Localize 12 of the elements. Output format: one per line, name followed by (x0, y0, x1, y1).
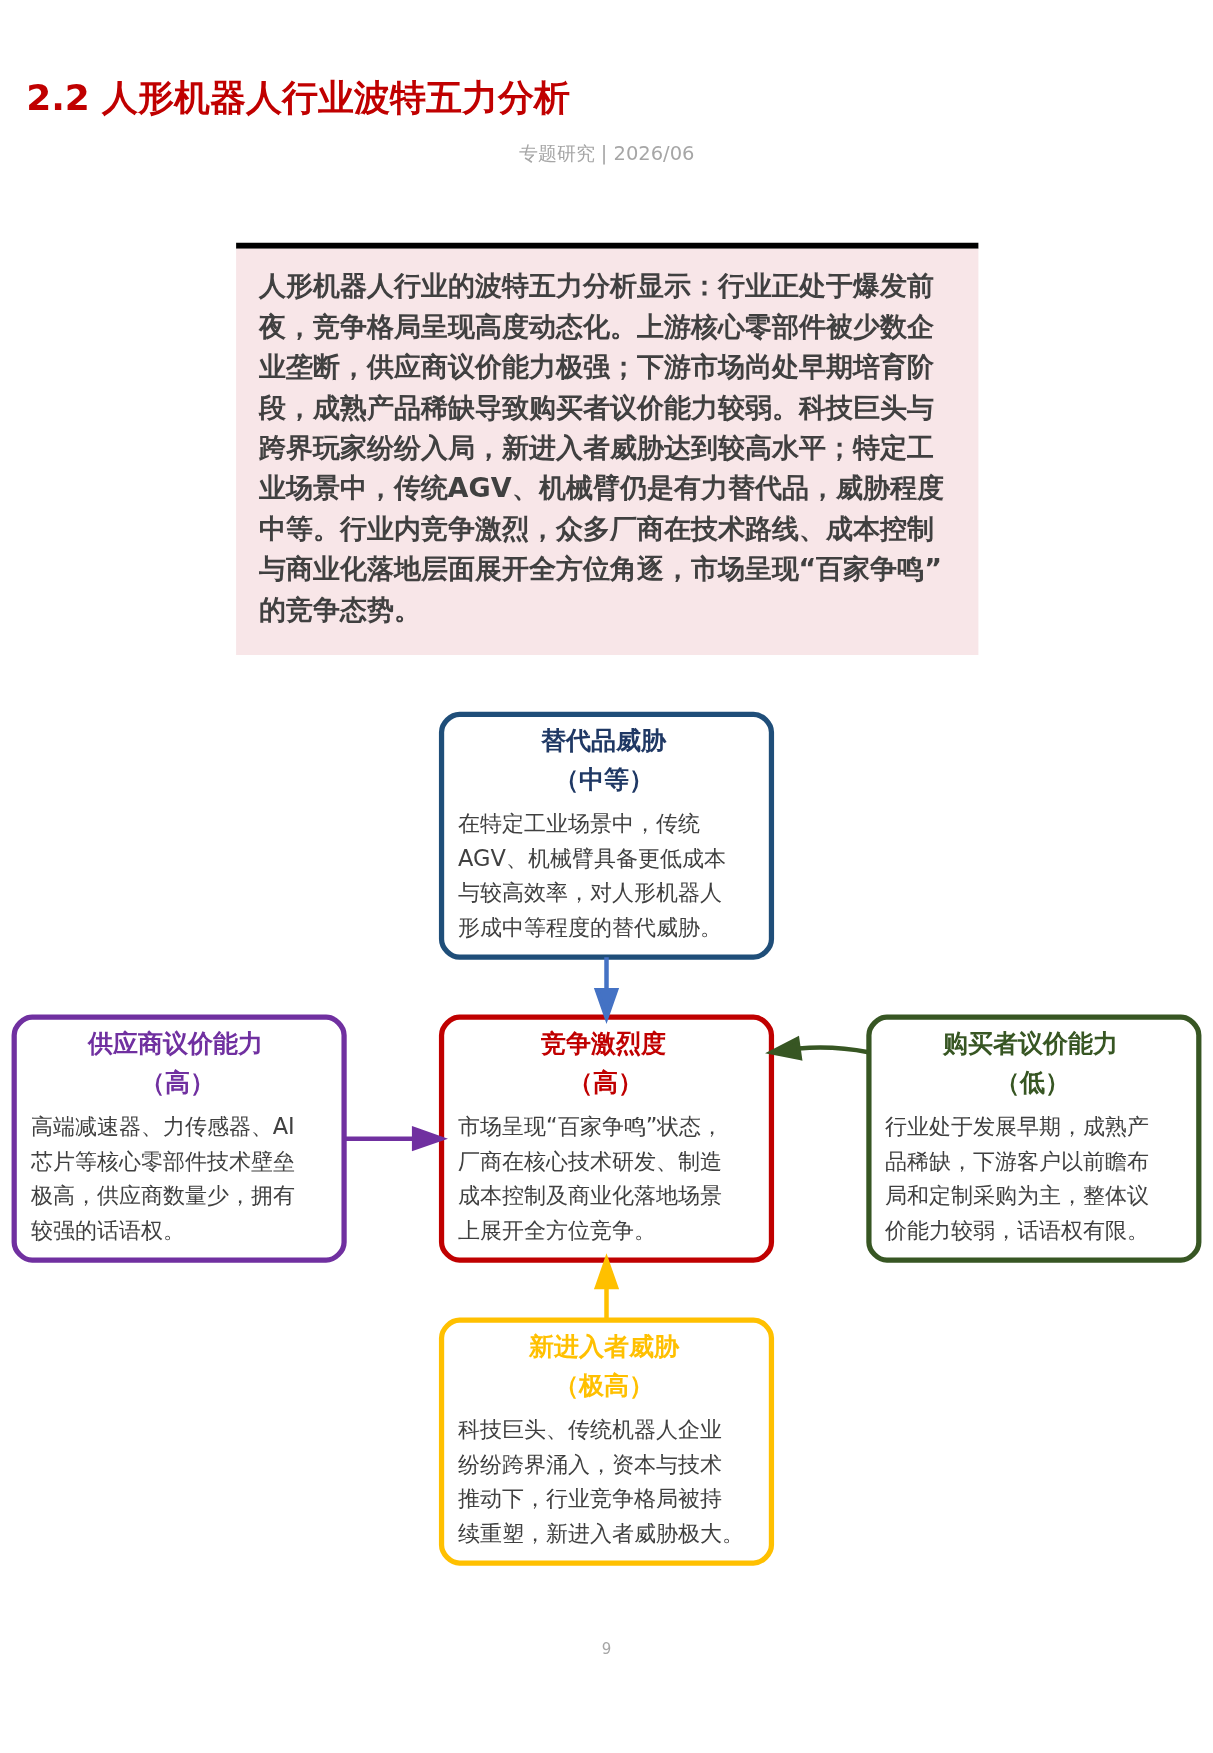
arrow (765, 1035, 869, 1061)
node-box: 购买者议价能力（低） 行业处于发展早期，成熟产品稀缺，下游客户以前瞻布局和定制采购为主，整体议价能力较弱，话语权有限。 (866, 1014, 1202, 1263)
node-box: 竞争激烈度（高） 市场呈现“百家争鸣”状态，厂商在核心技术研发、制造成本控制及商业化落地场景上展开全方位竞争。 (438, 1014, 775, 1263)
diagram-title: 2.2 人形机器人行业波特五力分析 (26, 76, 571, 118)
label: 专题研究 | 2026/06 (518, 141, 695, 165)
label: 9 (601, 1639, 612, 1658)
node-box: 替代品威胁（中等） 在特定工业场景中，传统AGV、机械臂具备更低成本与较高效率，对人形机器人形成中等程度的替代威胁。 (438, 711, 775, 960)
arrow (593, 1252, 620, 1320)
arrow (593, 956, 620, 1024)
arrow (344, 1125, 448, 1151)
node-box: 供应商议价能力（高） 高端减速器、力传感器、AI芯片等核心零部件技术壁垒极高，供应商数量少，拥有较强的话语权。 (11, 1014, 347, 1263)
node-box: 新进入者威胁（极高） 科技巨头、传统机器人企业纷纷跨界涌入，资本与技术推动下，行业竞争格局被持续重塑，新进入者威胁极大。 (438, 1317, 775, 1566)
